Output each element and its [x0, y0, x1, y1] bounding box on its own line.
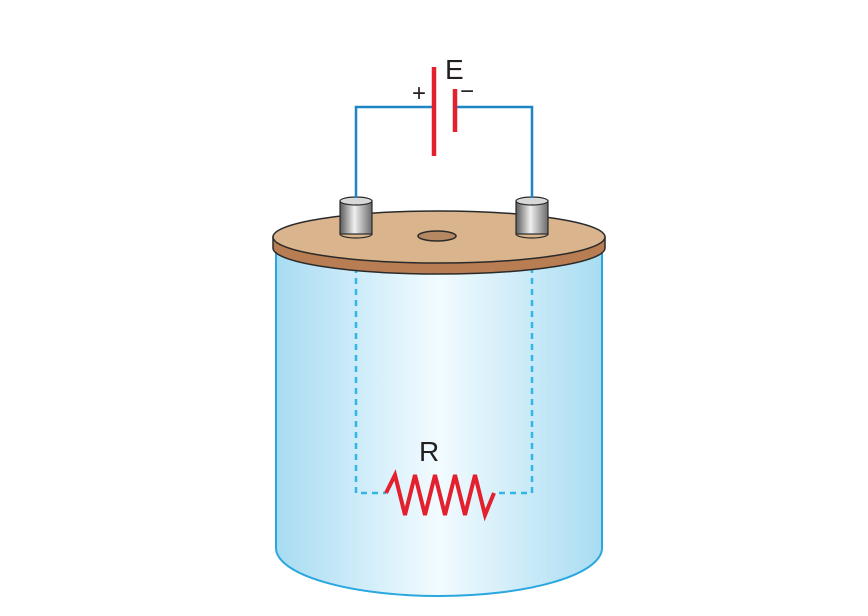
battery [431, 67, 458, 156]
submerged-wire-left [354, 245, 386, 495]
submerged-wires [354, 245, 534, 495]
wire-left [354, 105, 434, 198]
terminal-right [515, 196, 549, 239]
lid [272, 210, 606, 275]
container [275, 249, 603, 597]
terminal-left [339, 196, 373, 239]
lid-hole [417, 230, 457, 242]
resistor-label: R [419, 436, 439, 467]
plus-sign: + [412, 80, 426, 107]
minus-sign: − [460, 78, 474, 105]
submerged-wire-right [494, 245, 534, 495]
battery-label: E [445, 54, 464, 85]
resistor [384, 469, 496, 522]
liquid-body [275, 249, 603, 597]
wire-right [455, 105, 534, 198]
external-wires [354, 105, 534, 198]
